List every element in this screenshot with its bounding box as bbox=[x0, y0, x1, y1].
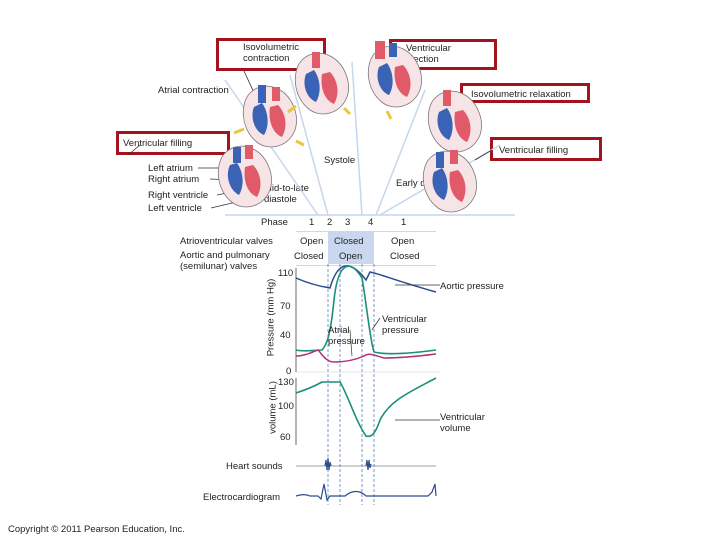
volume-tick-100: 100 bbox=[278, 401, 294, 412]
pressure-tick-0: 0 bbox=[286, 366, 292, 377]
ventricular-filling-right-label: Ventricular filling bbox=[499, 145, 569, 156]
ventricular-pressure-curve bbox=[295, 265, 437, 355]
box-ventricular-filling-left: Ventricular filling bbox=[116, 131, 230, 155]
box-ventricular-filling-right: Ventricular filling bbox=[490, 137, 602, 161]
pressure-tick-70: 70 bbox=[280, 301, 291, 312]
ventricular-pressure-annotation: Ventricular pressure bbox=[382, 314, 427, 336]
valve-table-border bbox=[296, 231, 436, 266]
isovolumetric-relaxation-label: Isovolumetric relaxation bbox=[471, 89, 571, 100]
pressure-tick-40: 40 bbox=[280, 330, 291, 341]
atrial-pressure-annotation: Atrial pressure bbox=[328, 325, 365, 347]
left-atrium-label: Left atrium bbox=[148, 163, 193, 174]
fan-line-1 bbox=[224, 79, 319, 216]
aortic-pressure-annotation: Aortic pressure bbox=[440, 281, 504, 292]
phase-number-3: 3 bbox=[345, 217, 351, 228]
right-atrium-label: Right atrium bbox=[148, 174, 200, 185]
atrial-pressure-curve bbox=[295, 349, 437, 363]
phase-number-2: 2 bbox=[327, 217, 333, 228]
semilunar-state-closed-2: Closed bbox=[390, 251, 420, 262]
heart-illustration-early-diastole bbox=[422, 150, 477, 213]
isovolumetric-contraction-label: Isovolumetric contraction bbox=[243, 42, 299, 64]
phase-number-1: 1 bbox=[309, 217, 315, 228]
ecg-trace bbox=[295, 483, 437, 502]
av-state-closed: Closed bbox=[334, 236, 364, 247]
ventricular-filling-left-label: Ventricular filling bbox=[123, 138, 193, 149]
heart-sound-s1 bbox=[324, 457, 332, 471]
copyright-notice: Copyright © 2011 Pearson Education, Inc. bbox=[8, 524, 185, 535]
heart-illustration-isovolumetric-contraction bbox=[287, 52, 352, 116]
heart-illustration-isovolumetric-relaxation bbox=[427, 90, 482, 153]
heart-illustration-ventricular-ejection bbox=[367, 41, 422, 120]
box-isovolumetric-contraction: Isovolumetric contraction bbox=[216, 38, 326, 71]
right-ventricle-label: Right ventricle bbox=[148, 190, 209, 201]
atrial-contraction-label: Atrial contraction bbox=[158, 85, 229, 96]
ventricular-volume-annotation: Ventricular volume bbox=[440, 412, 485, 434]
phase-divider-lines bbox=[327, 264, 375, 505]
heart-illustration-atrial-contraction bbox=[233, 85, 305, 148]
volume-tick-60: 60 bbox=[280, 432, 291, 443]
ventricular-ejection-label: Ventricular ejection bbox=[406, 43, 451, 65]
aortic-pressure-curve bbox=[295, 265, 437, 293]
annotation-leaders bbox=[349, 284, 440, 421]
av-state-open-2: Open bbox=[391, 236, 415, 247]
fan-line-2 bbox=[289, 74, 329, 216]
av-valves-label: Atrioventricular valves bbox=[180, 236, 273, 247]
ventricular-volume-curve bbox=[295, 377, 437, 438]
heart-illustration-filling bbox=[217, 145, 272, 208]
systole-shade bbox=[328, 231, 374, 264]
volume-axis-label: volume (mL) bbox=[267, 381, 279, 434]
fan-line-3 bbox=[351, 61, 363, 216]
semilunar-state-open: Open bbox=[339, 251, 363, 262]
pressure-tick-110: 110 bbox=[278, 268, 294, 279]
volume-tick-130: 130 bbox=[278, 377, 294, 388]
phase-row-label: Phase bbox=[261, 217, 288, 228]
semilunar-state-closed-1: Closed bbox=[294, 251, 324, 262]
phase-number-4: 4 bbox=[368, 217, 374, 228]
phase-number-5: 1 bbox=[401, 217, 407, 228]
pressure-axis-label: Pressure (mm Hg) bbox=[265, 278, 277, 357]
av-state-open-1: Open bbox=[300, 236, 324, 247]
ecg-label: Electrocardiogram bbox=[203, 492, 281, 503]
semilunar-valves-label: Aortic and pulmonary (semilunar) valves bbox=[180, 250, 270, 272]
left-ventricle-label: Left ventricle bbox=[148, 203, 202, 214]
heart-sounds-label: Heart sounds bbox=[226, 461, 283, 472]
fan-line-4 bbox=[375, 89, 426, 216]
mid-late-diastole-label: Mid-to-late diastole bbox=[264, 183, 309, 205]
systole-label: Systole bbox=[324, 155, 356, 166]
heart-sound-s2 bbox=[365, 459, 372, 471]
